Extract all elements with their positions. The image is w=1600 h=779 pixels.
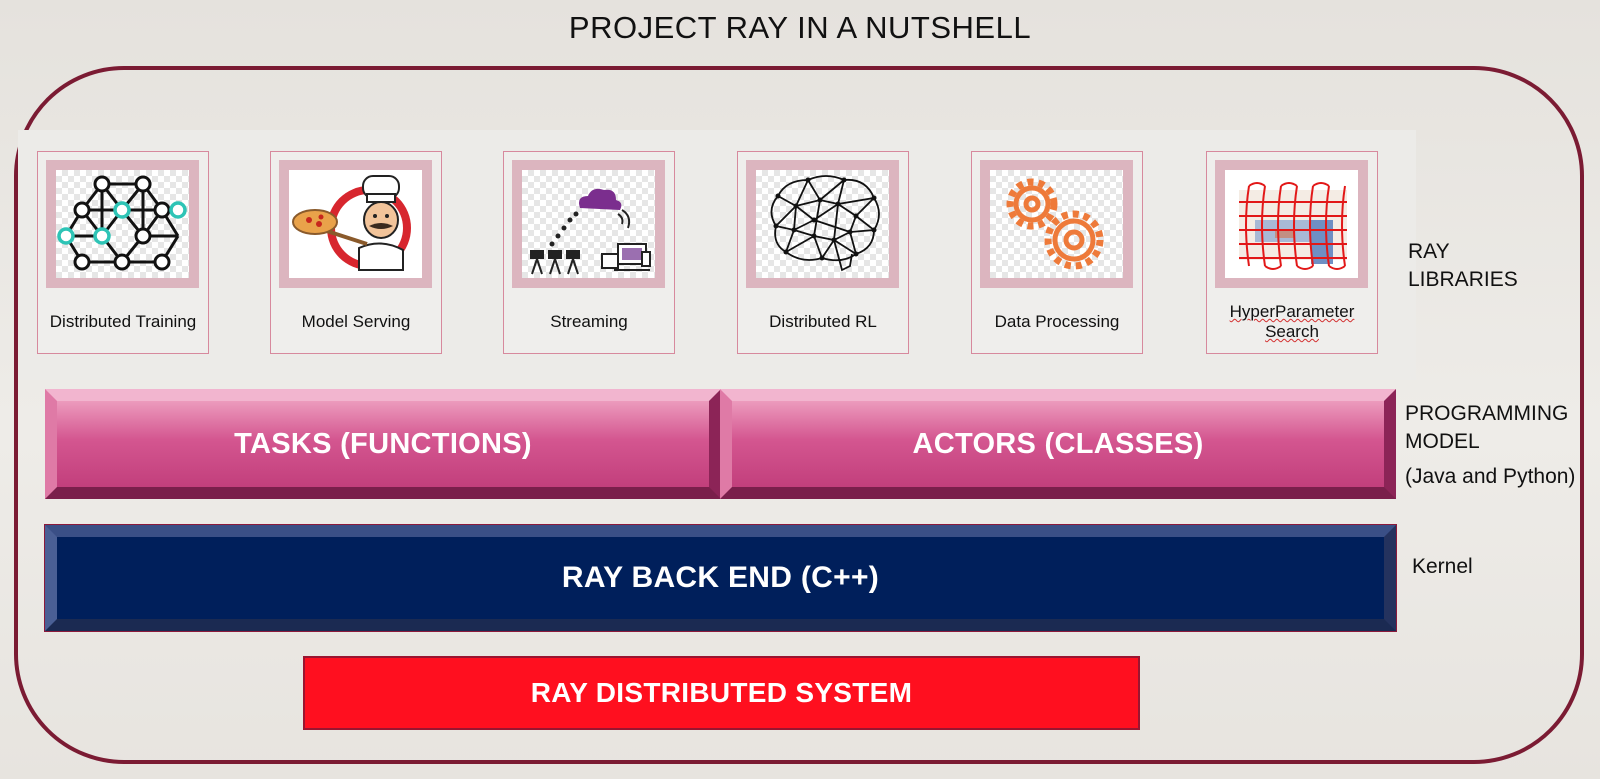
outer-frame: [14, 66, 1584, 764]
libraries-band: [18, 130, 1416, 380]
library-card-data-processing: Data Processing: [971, 151, 1143, 354]
diagram-title: PROJECT RAY IN A NUTSHELL: [568, 10, 1032, 45]
ray-libraries-label: RAY LIBRARIES: [1408, 240, 1518, 291]
library-card-distributed-rl: Distributed RL: [737, 151, 909, 354]
library-card-hyperparameter-search: HyperParameter Search: [1206, 151, 1378, 354]
library-label: Distributed RL: [769, 312, 877, 331]
library-label: Data Processing: [994, 312, 1120, 331]
actors-layer-label: ACTORS (CLASSES): [912, 427, 1204, 460]
library-card-model-serving: Model Serving: [270, 151, 442, 354]
tasks-layer: TASKS (FUNCTIONS): [45, 389, 721, 499]
library-label: HyperParameter Search: [1207, 297, 1377, 347]
programming-model-label: PROGRAMMING MODEL: [1405, 402, 1569, 453]
distributed-system-label: RAY DISTRIBUTED SYSTEM: [530, 677, 913, 708]
brain-network-icon: [756, 170, 889, 278]
library-label-text: HyperParameter Search: [1229, 302, 1355, 341]
library-card-distributed-training: Distributed Training: [37, 151, 209, 354]
tasks-layer-label: TASKS (FUNCTIONS): [234, 427, 532, 460]
programming-model-sublabel: (Java and Python): [1405, 465, 1576, 488]
grid-search-icon: [1225, 170, 1358, 278]
neural-network-icon: [56, 170, 189, 278]
backend-layer-label: RAY BACK END (C++): [561, 561, 880, 594]
gears-icon: [990, 170, 1123, 278]
actors-layer: ACTORS (CLASSES): [720, 389, 1396, 499]
cloud-streaming-icon: [522, 170, 655, 278]
pizza-chef-icon: [289, 170, 422, 278]
kernel-label: Kernel: [1412, 555, 1473, 578]
library-label: Model Serving: [301, 312, 411, 331]
library-label: Streaming: [550, 312, 628, 331]
library-card-streaming: Streaming: [503, 151, 675, 354]
backend-layer: RAY BACK END (C++): [44, 524, 1397, 632]
library-label: Distributed Training: [49, 312, 197, 331]
distributed-system-layer: RAY DISTRIBUTED SYSTEM: [303, 656, 1140, 730]
